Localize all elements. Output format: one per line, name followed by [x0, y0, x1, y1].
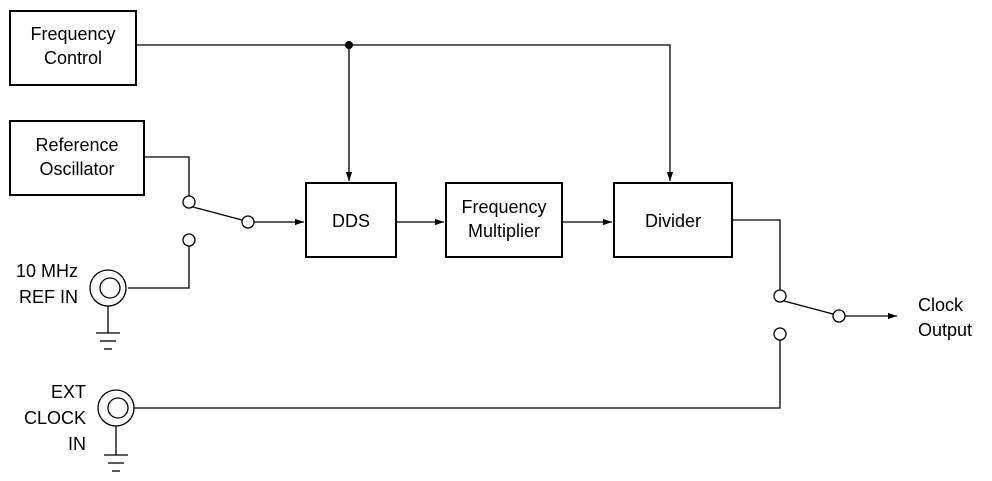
control-to-divider-wire: [136, 44, 674, 181]
ref-in-label-line2: REF IN: [19, 287, 78, 307]
switch-contact-divider: [773, 289, 787, 303]
clock-output-label-line2: Output: [918, 320, 972, 340]
frequency-control-label-line1: Frequency: [30, 24, 115, 44]
divider-block: Divider: [613, 182, 733, 258]
divider-out-wire: [732, 219, 781, 290]
ext-clock-in-connector: EXT CLOCK IN: [24, 382, 135, 472]
dds-block: DDS: [305, 182, 397, 258]
ref-osc-wire: [144, 156, 190, 197]
reference-oscillator-block: Reference Oscillator: [9, 120, 145, 196]
frequency-multiplier-label-line2: Multiplier: [468, 221, 540, 241]
input-selector-switch: [128, 156, 304, 289]
clock-output-label: Clock Output: [918, 295, 972, 340]
divider-label: Divider: [645, 211, 701, 231]
frequency-control-bus: [136, 41, 674, 181]
switch-blade: [783, 300, 834, 315]
switch-contact-reference: [182, 195, 196, 209]
clock-output-label-line1: Clock: [918, 295, 964, 315]
frequency-multiplier-block: Frequency Multiplier: [445, 182, 563, 258]
switch-common-terminal: [241, 215, 255, 229]
switch-contact-ext-ref: [182, 233, 196, 247]
frequency-control-label-line2: Control: [44, 48, 102, 68]
reference-oscillator-label-line2: Oscillator: [39, 159, 114, 179]
switch-common-terminal: [832, 309, 846, 323]
switch-blade: [192, 206, 243, 221]
junction-dot: [345, 41, 353, 49]
ext-clock-wire: [134, 340, 781, 409]
ref-in-connector: 10 MHz REF IN: [16, 261, 127, 350]
ref-in-wire: [128, 246, 190, 289]
reference-oscillator-label-line1: Reference: [35, 135, 118, 155]
frequency-multiplier-label-line1: Frequency: [461, 197, 546, 217]
frequency-control-block: Frequency Control: [9, 10, 137, 86]
dds-label: DDS: [332, 211, 370, 231]
ext-clock-label-line3: IN: [68, 434, 86, 454]
ext-clock-label-line1: EXT: [51, 382, 86, 402]
ref-in-label-line1: 10 MHz: [16, 261, 78, 281]
output-selector-switch: [134, 219, 897, 409]
ext-clock-label-line2: CLOCK: [24, 408, 86, 428]
switch-contact-ext-clock: [773, 327, 787, 341]
